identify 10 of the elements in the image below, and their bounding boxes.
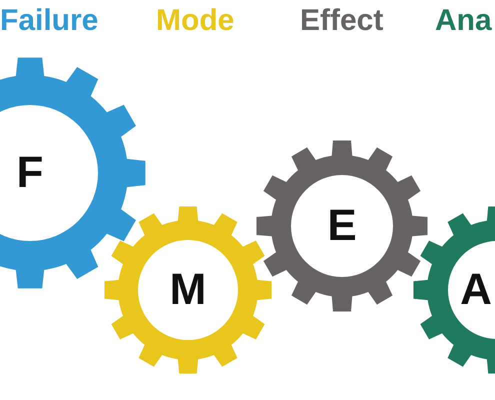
- gear-letter: M: [170, 268, 206, 312]
- heading: Ana: [435, 6, 492, 36]
- heading: Mode: [156, 6, 234, 36]
- gear: [256, 140, 428, 312]
- heading: Failure: [0, 6, 98, 36]
- gear-letter: A: [460, 268, 492, 312]
- gear-letter: F: [16, 151, 44, 195]
- gear: [104, 206, 272, 374]
- gear-letter: E: [327, 204, 357, 248]
- heading: Effect: [300, 6, 384, 36]
